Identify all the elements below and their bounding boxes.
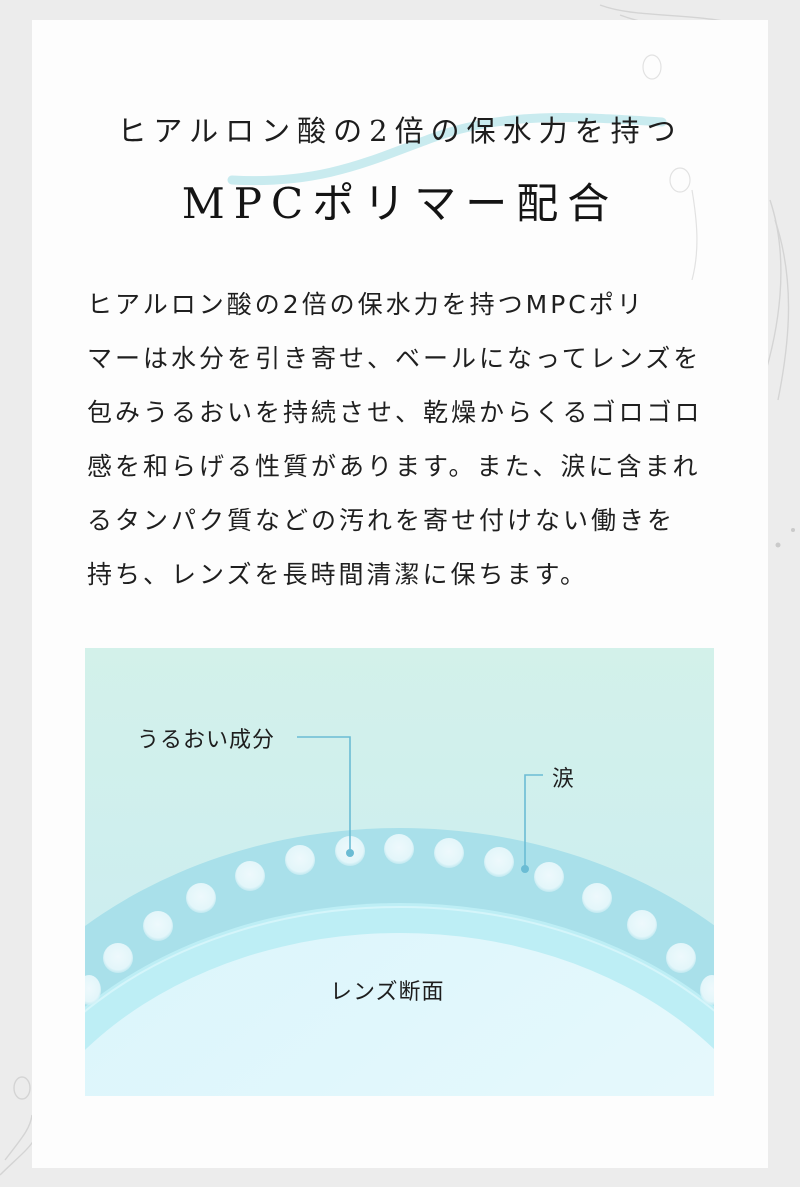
brush-stroke-decoration (227, 54, 698, 280)
heading-title: MPCポリマー配合 (181, 179, 619, 228)
label-moisture-component: うるおい成分 (137, 728, 276, 753)
description-line: 感を和らげる性質があります。また、涙に含まれ (87, 452, 701, 481)
description-paragraph: ヒアルロン酸の2倍の保水力を持つMPCポリ マーは水分を引き寄せ、ベールになって… (87, 278, 727, 602)
lens-illustration (85, 648, 714, 1096)
label-tears: 涙 (552, 767, 576, 792)
heading-subtitle: ヒアルロン酸の2倍の保水力を持つ (117, 114, 683, 148)
label-lens-cross-section: レンズ断面 (330, 980, 445, 1005)
description-line: マーは水分を引き寄せ、ベールになってレンズを (87, 344, 702, 373)
lens-cross-section-diagram: うるおい成分 涙 レンズ断面 (85, 648, 714, 1096)
description-line: ヒアルロン酸の2倍の保水力を持つMPCポリ (87, 290, 645, 319)
description-line: るタンパク質などの汚れを寄せ付けない働きを (87, 506, 676, 535)
content-card: ヒアルロン酸の2倍の保水力を持つ MPCポリマー配合 ヒアルロン酸の2倍の保水力… (32, 20, 768, 1168)
description-line: 包みうるおいを持続させ、乾燥からくるゴロゴロ (87, 398, 703, 427)
description-line: 持ち、レンズを長時間清潔に保ちます。 (87, 560, 589, 589)
